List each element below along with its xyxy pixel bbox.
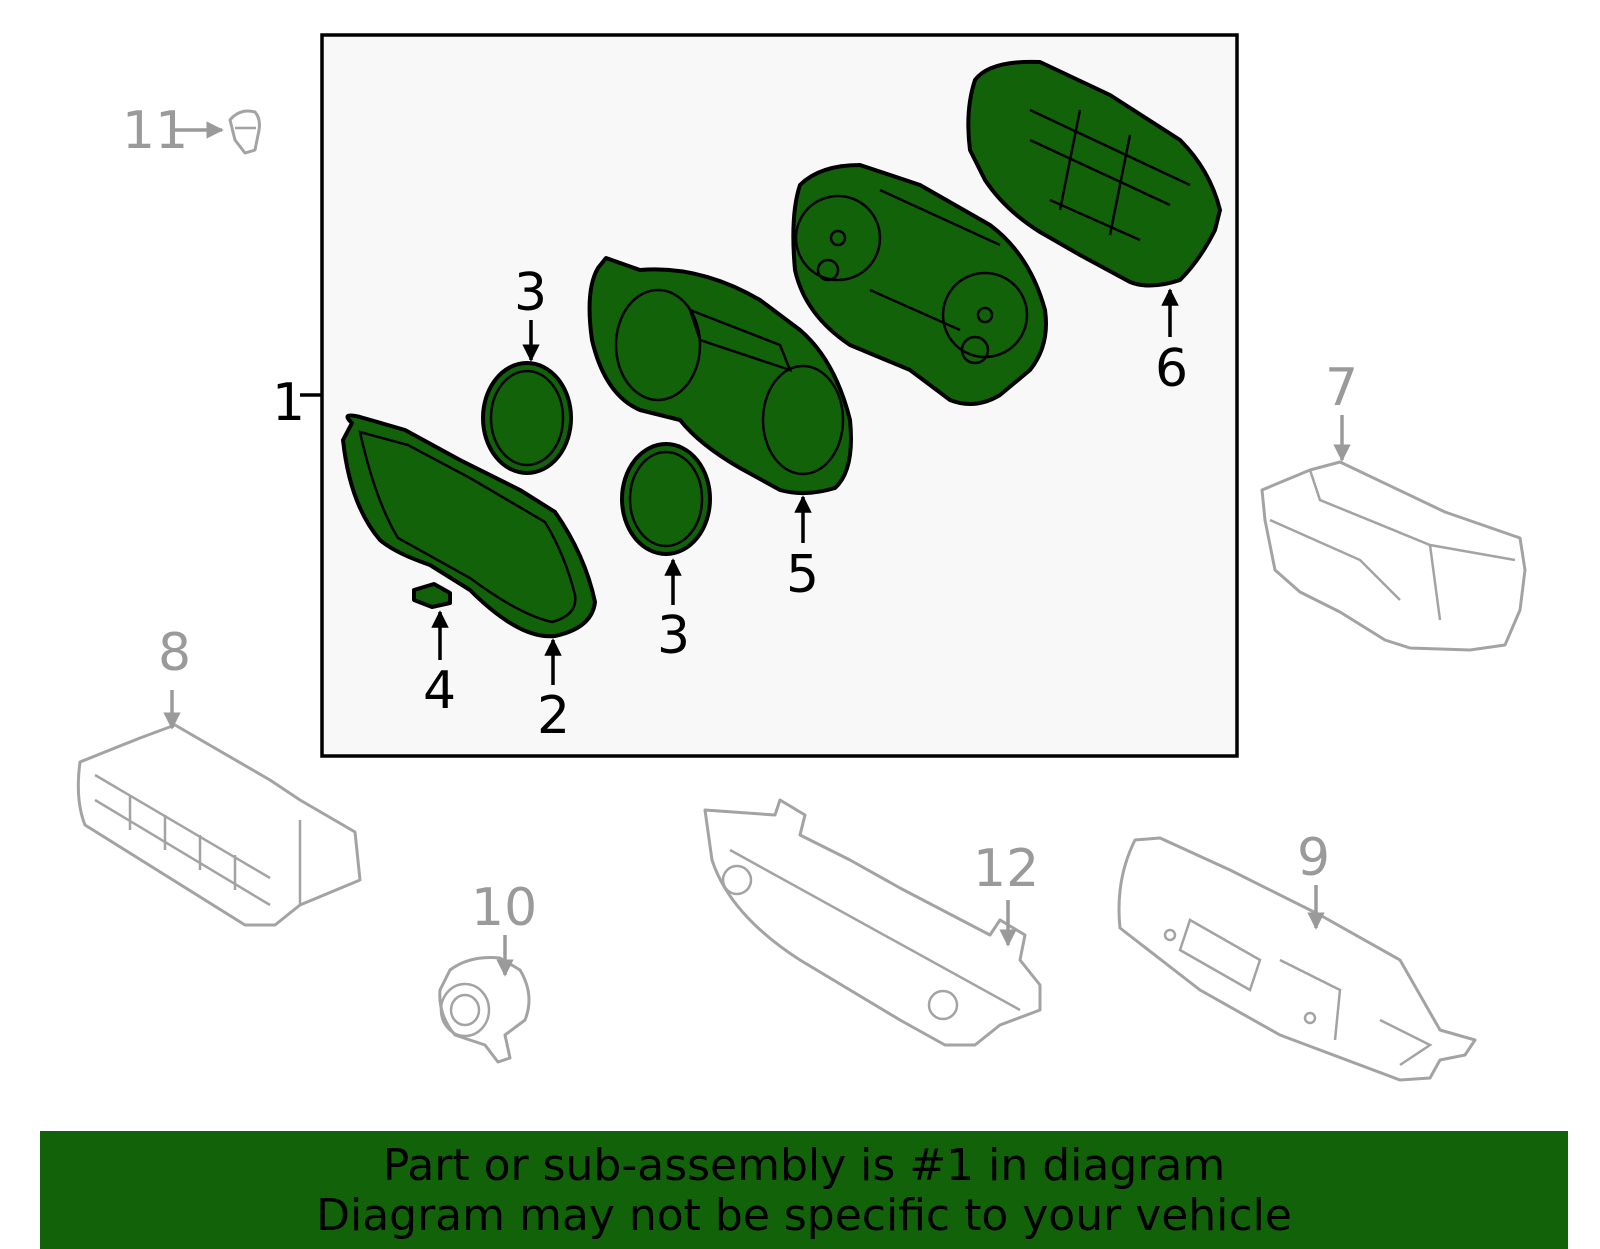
part-11-bulb[interactable] bbox=[228, 109, 261, 155]
part-7-control-module[interactable] bbox=[1260, 460, 1527, 652]
part-4-clip[interactable] bbox=[412, 582, 452, 609]
part-10-sensor[interactable] bbox=[438, 956, 531, 1064]
callout-2: 2 bbox=[537, 686, 570, 746]
callout-10: 10 bbox=[471, 878, 537, 938]
part-3-upper-gauge-lens[interactable] bbox=[481, 361, 573, 475]
part-6-rear-housing[interactable] bbox=[966, 59, 1222, 288]
info-banner: Part or sub-assembly is #1 in diagram Di… bbox=[40, 1131, 1568, 1249]
callout-9: 9 bbox=[1297, 828, 1330, 888]
part-12-climate-control-face[interactable] bbox=[703, 798, 1042, 1047]
callout-8: 8 bbox=[158, 623, 191, 683]
part-9-climate-control-panel[interactable] bbox=[1117, 836, 1477, 1082]
callout-3-upper: 3 bbox=[514, 263, 547, 323]
callout-6: 6 bbox=[1155, 339, 1188, 399]
callout-3-lower: 3 bbox=[657, 606, 690, 666]
banner-line-1: Part or sub-assembly is #1 in diagram bbox=[382, 1140, 1226, 1191]
banner-line-2: Diagram may not be specific to your vehi… bbox=[316, 1190, 1292, 1241]
part-6-gauge-board[interactable] bbox=[791, 163, 1048, 406]
callout-12: 12 bbox=[973, 839, 1039, 899]
callout-7: 7 bbox=[1325, 358, 1358, 418]
part-5-cluster-facia[interactable] bbox=[587, 256, 853, 495]
callout-4: 4 bbox=[423, 661, 456, 721]
callout-1: 1 bbox=[272, 373, 305, 433]
callout-11: 11 bbox=[122, 101, 188, 161]
part-3-lower-gauge-lens[interactable] bbox=[620, 442, 712, 556]
part-8-switch-panel[interactable] bbox=[76, 723, 362, 927]
callout-5: 5 bbox=[786, 545, 819, 605]
part-2-cluster-lens[interactable] bbox=[341, 413, 597, 639]
